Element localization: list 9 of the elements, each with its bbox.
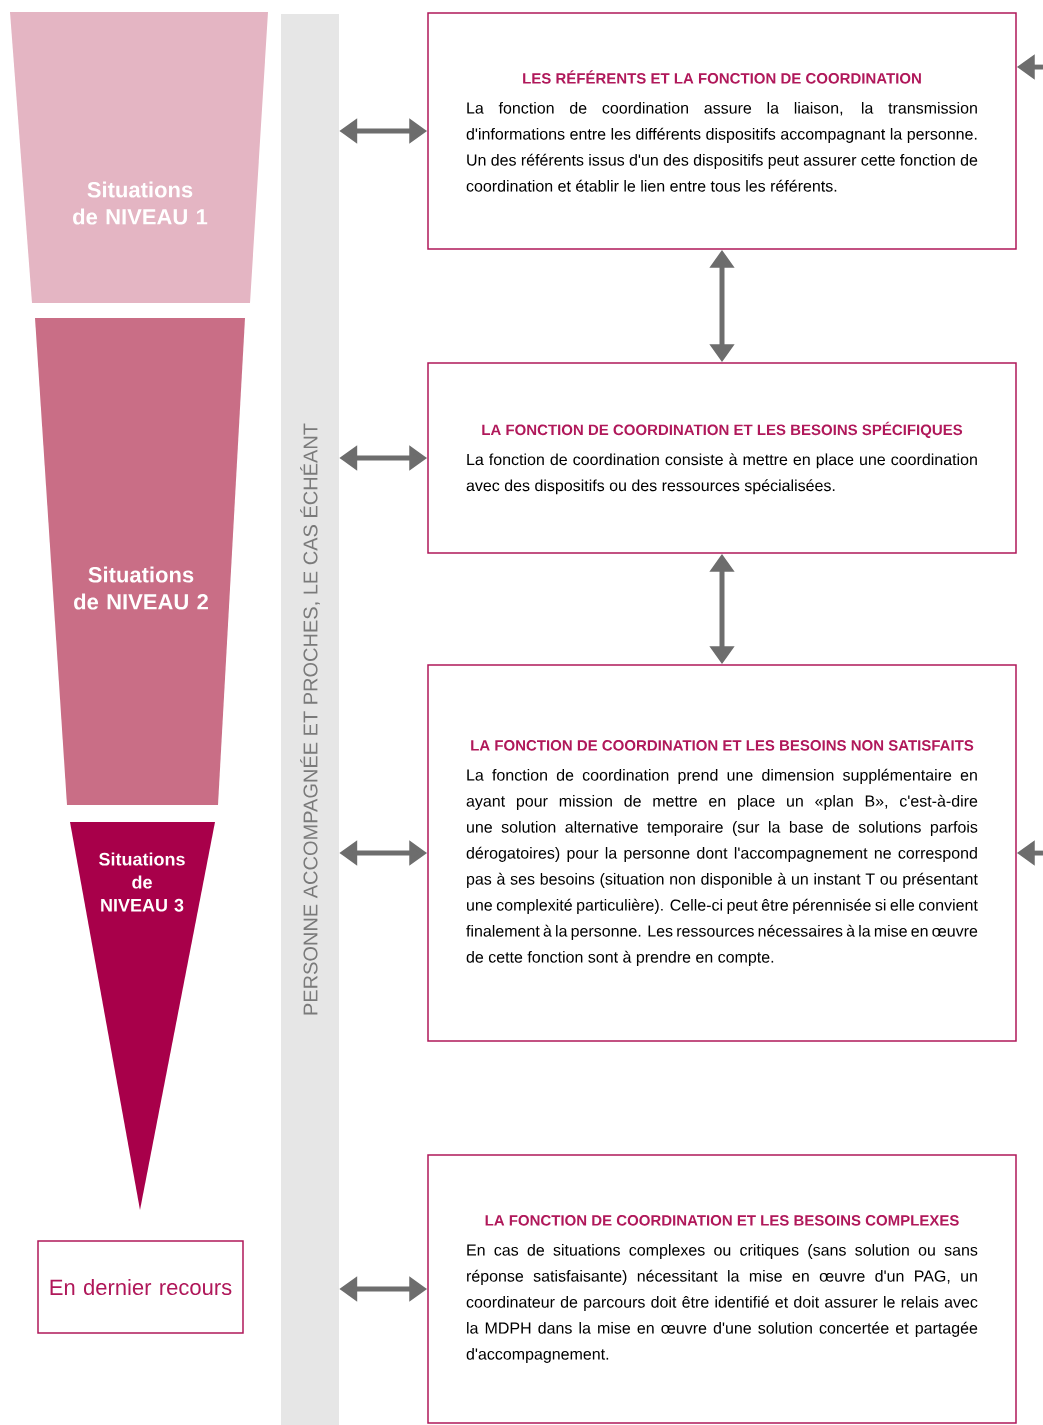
text-box: LA FONCTION DE COORDINATION ET LES BESOINS SPÉCIFIQUES La fonction de coordination consiste à mettre en place une coordination avec des dispositifs ou des ressources spécialisées. <box>427 362 1017 554</box>
text-box: LES RÉFÉRENTS ET LA FONCTION DE COORDINATION La fonction de coordination assure la liaison, la transmission d'informations entre les différents dispositifs accompagnant la personne. Un des référents issus d'un des dispositifs peut assurer cette fonction de coordination et établir le lien entre tous les référents. <box>427 12 1017 250</box>
level-triangle: Situations de NIVEAU 3 <box>70 822 215 1210</box>
level-trapezoid: Situations de NIVEAU 1 <box>10 12 268 303</box>
text-box: LA FONCTION DE COORDINATION ET LES BESOINS NON SATISFAITS La fonction de coordination prend une dimension supplémentaire en ayant pour mission de mettre en place un «plan B», c'est-à-dire une solution alternative temporaire (sur la base de solutions parfois dérogatoires) pour la personne dont l'accompagnement ne correspond pas à ses besoins (situation non disponible à un instant T ou présentant une complexité particulière). Celle-ci peut être pérennisée si elle convient finalement à la personne. Les ressources nécessaires à la mise en œuvre de cette fonction sont à prendre en compte. <box>427 664 1017 1042</box>
level-trapezoid: Situations de NIVEAU 2 <box>35 318 245 805</box>
vertical-band: PERSONNE ACCOMPAGNÉE ET PROCHES, LE CAS ÉCHÉANT <box>281 14 339 1425</box>
label-box: En dernier recours <box>37 1240 244 1334</box>
text-box: LA FONCTION DE COORDINATION ET LES BESOINS COMPLEXES En cas de situations complexes ou critiques (sans solution ou sans réponse satisfaisante) nécessitant la mise en œuvre d'un PAG, un coordinateur de parcours doit être identifié et doit assurer le relais avec la MDPH dans la mise en œuvre d'une solution concertée et partagée d'accompagnement. <box>427 1154 1017 1424</box>
